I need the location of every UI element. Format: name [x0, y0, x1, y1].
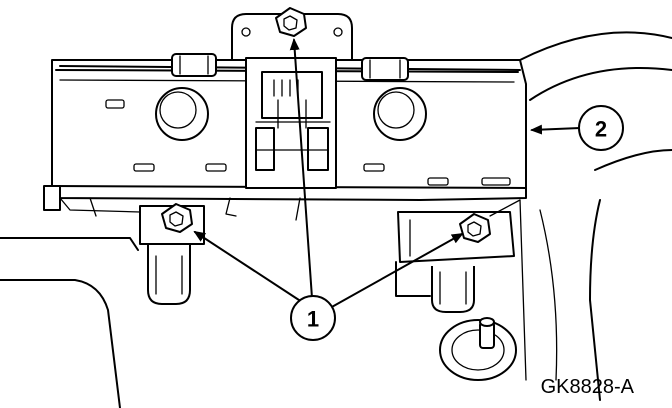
vehicle-body-contours	[0, 31, 672, 408]
top-mounting-bracket	[231, 13, 353, 61]
bolt-right-hex	[459, 213, 491, 243]
leader-1-to-right-bolt	[329, 233, 464, 309]
electrical-connector	[245, 57, 337, 189]
callout-1: 1	[290, 295, 336, 341]
callout-1-label: 1	[307, 307, 319, 332]
lower-right-stud	[439, 317, 517, 381]
leader-1-to-left-bolt	[193, 230, 303, 303]
figure-code: GK8828-A	[541, 376, 635, 398]
bolt-left-hex	[161, 203, 193, 233]
callout-2-label: 2	[595, 117, 607, 142]
leader-1-to-top-bolt	[289, 38, 313, 299]
right-mounting-tab	[395, 199, 521, 313]
bolt-top-hex	[275, 7, 307, 37]
callout-leaders	[193, 38, 581, 309]
leader-2-to-module	[530, 124, 581, 135]
callout-2: 2	[578, 105, 624, 151]
